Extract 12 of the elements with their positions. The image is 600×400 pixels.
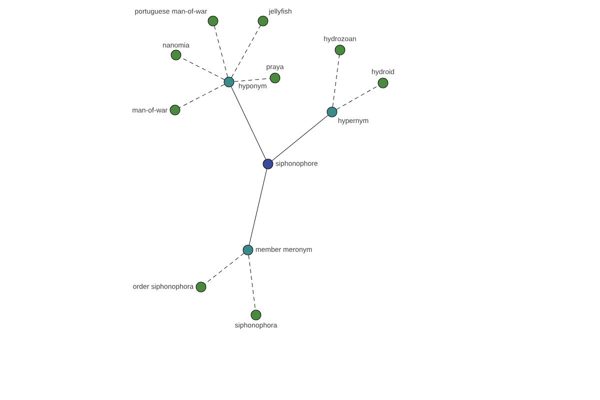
connector-line (248, 254, 256, 310)
connector-line (231, 86, 266, 160)
connector-line (204, 253, 244, 284)
connector-line (234, 78, 270, 82)
connector-line (180, 57, 225, 80)
connector-line (332, 54, 340, 108)
connector-line (248, 168, 268, 246)
connector-line (272, 115, 328, 161)
connector-line (231, 25, 261, 78)
connector-line (179, 84, 225, 108)
connector-line (214, 26, 228, 78)
connector-line (336, 85, 379, 110)
